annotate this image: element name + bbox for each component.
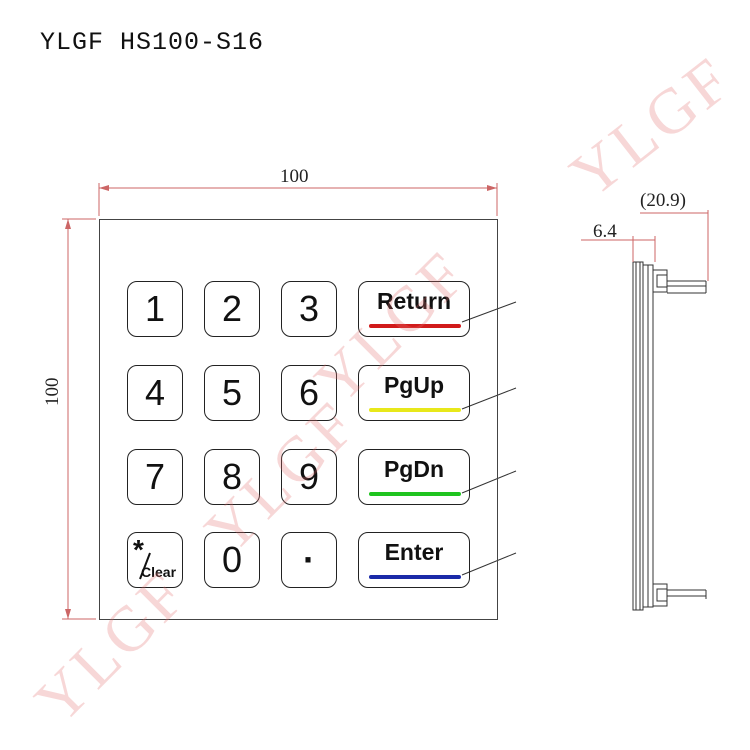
key-pgdn[interactable]: PgDn <box>358 449 470 505</box>
pgdn-label: PgDn <box>383 456 445 482</box>
key-7[interactable]: 7 <box>127 449 183 505</box>
key-6[interactable]: 6 <box>281 365 337 421</box>
pgup-color-bar <box>369 408 461 412</box>
model-title: YLGF HS100-S16 <box>40 28 265 57</box>
key-1[interactable]: 1 <box>127 281 183 337</box>
width-dimension: 100 <box>280 166 309 187</box>
clear-star-symbol: * <box>133 534 144 565</box>
key-3[interactable]: 3 <box>281 281 337 337</box>
enter-color-bar <box>369 575 461 579</box>
keypad-panel <box>99 219 498 620</box>
key-enter[interactable]: Enter <box>358 532 470 588</box>
key-dot[interactable]: · <box>281 532 337 588</box>
front-depth-dimension: 6.4 <box>593 221 617 242</box>
enter-label: Enter <box>384 539 444 565</box>
key-clear[interactable]: * Clear <box>127 532 183 588</box>
key-0[interactable]: 0 <box>204 532 260 588</box>
height-dimension: 100 <box>42 377 63 407</box>
side-view <box>632 261 707 611</box>
key-return[interactable]: Return <box>358 281 470 337</box>
return-color-bar <box>369 324 461 328</box>
depth-dimension: (20.9) <box>640 190 686 211</box>
key-pgup[interactable]: PgUp <box>358 365 470 421</box>
pgup-label: PgUp <box>383 372 445 398</box>
clear-slash-icon <box>139 552 151 580</box>
return-label: Return <box>376 288 452 314</box>
key-2[interactable]: 2 <box>204 281 260 337</box>
key-4[interactable]: 4 <box>127 365 183 421</box>
key-9[interactable]: 9 <box>281 449 337 505</box>
clear-label: Clear <box>141 564 177 580</box>
key-5[interactable]: 5 <box>204 365 260 421</box>
pgdn-color-bar <box>369 492 461 496</box>
key-8[interactable]: 8 <box>204 449 260 505</box>
